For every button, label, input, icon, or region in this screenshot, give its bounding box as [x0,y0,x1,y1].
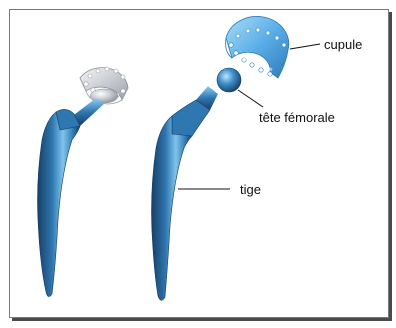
assembled-cup [80,67,128,104]
cup-cupule [226,16,289,78]
stem-tige [152,86,219,300]
assembled-prosthesis [38,67,129,297]
label-tige: tige [240,183,261,196]
label-tete-femorale: tête fémorale [259,111,335,124]
leader-line-cupule [290,44,320,49]
leader-line-tete-femorale [238,90,263,107]
label-cupule: cupule [324,38,362,51]
femoral-head [217,68,241,92]
exploded-prosthesis [152,16,289,300]
